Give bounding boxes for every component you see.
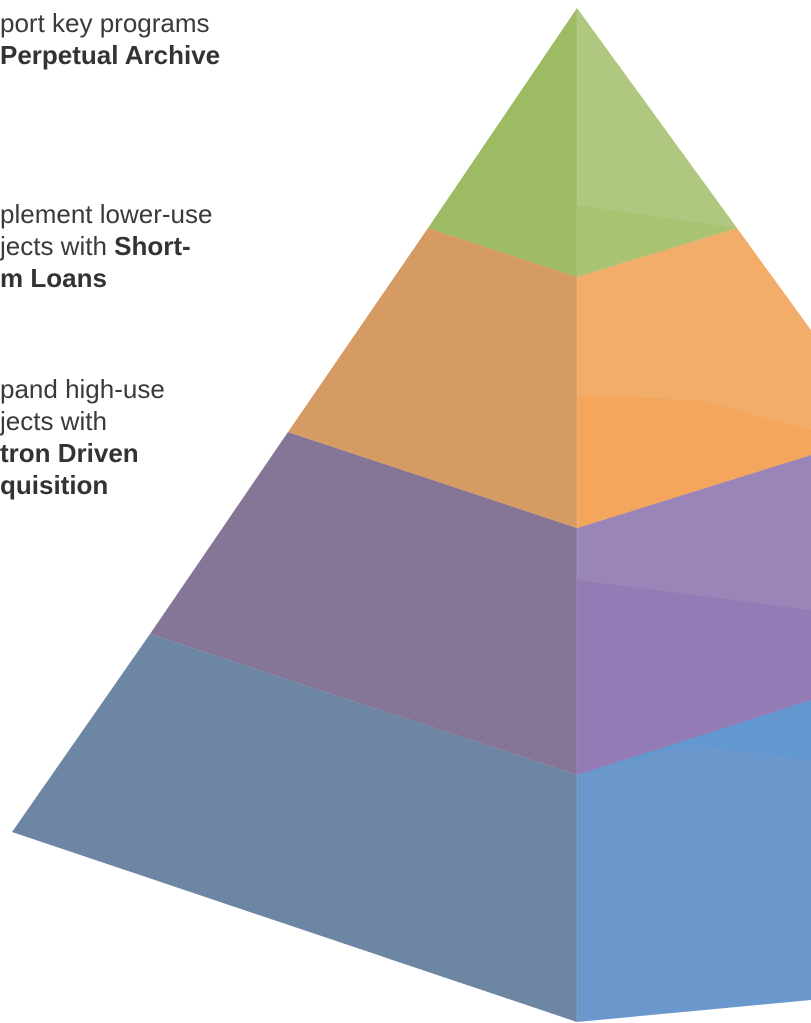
tier-top-right-face: [577, 8, 737, 277]
caption-line: pand high-use: [0, 374, 165, 404]
tier-top-left-face: [428, 8, 577, 277]
caption-line: Perpetual Archive: [0, 40, 221, 70]
caption-line: port key programs: [0, 8, 210, 38]
tier-lower-left-face: [150, 432, 577, 775]
pyramid-tier-top: [428, 8, 737, 277]
tier-middle-caption: plement lower-use jects with Short- m Lo…: [0, 198, 212, 294]
tier-top-highlight-band: [577, 205, 737, 277]
tier-middle-highlight-band: [577, 395, 811, 528]
caption-line: plement lower-use: [0, 199, 213, 229]
tier-lower-highlight-band: [577, 580, 811, 775]
caption-line: jects with Short-: [0, 231, 191, 261]
tier-top-caption: port key programs Perpetual Archive: [0, 7, 220, 71]
caption-line: tron Driven: [0, 438, 139, 468]
pyramid-tier-middle: [288, 228, 811, 528]
caption-line: m Loans: [0, 263, 107, 293]
tier-lower-caption: pand high-use jects with tron Driven qui…: [0, 373, 165, 501]
tier-base-left-face: [12, 634, 577, 1022]
caption-line: quisition: [0, 470, 109, 500]
caption-line: jects with: [0, 406, 107, 436]
tier-base-right-face: [577, 700, 811, 1022]
tier-middle-left-face: [288, 228, 577, 528]
pyramid-tier-lower: [150, 432, 811, 775]
